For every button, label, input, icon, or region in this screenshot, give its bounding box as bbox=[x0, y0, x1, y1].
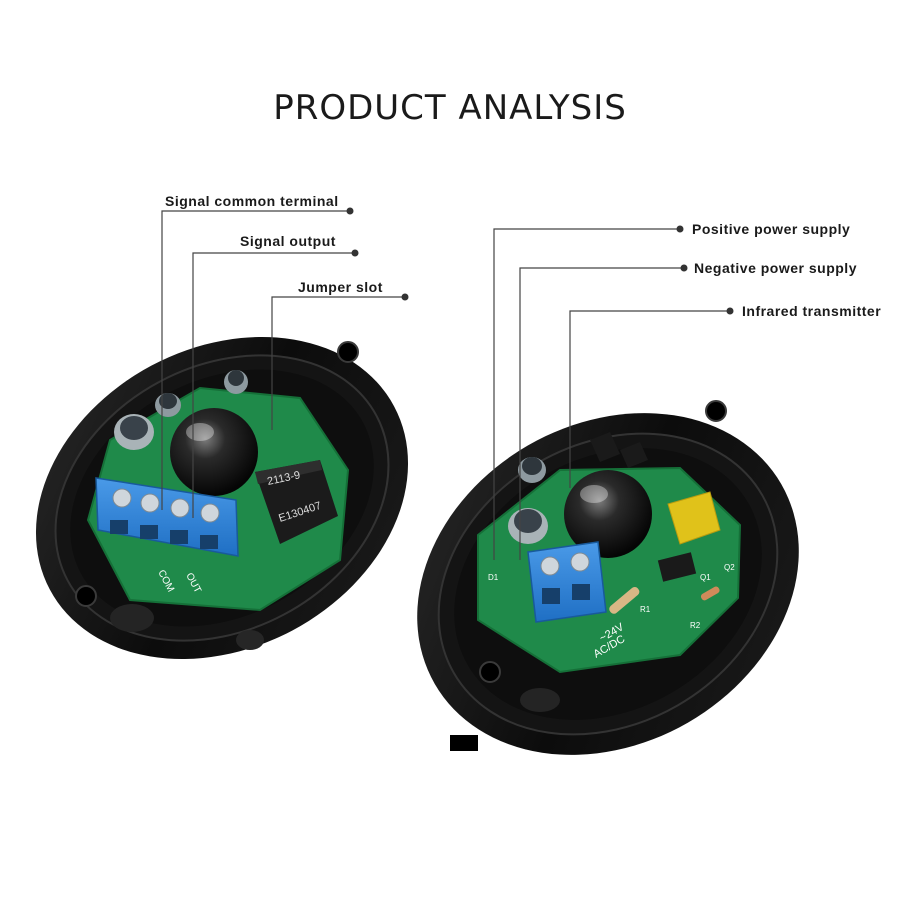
capacitor bbox=[114, 414, 154, 450]
page-title: PRODUCT ANALYSIS bbox=[273, 88, 627, 128]
ic-chip bbox=[657, 552, 697, 582]
callout-signal-output: Signal output bbox=[240, 233, 336, 249]
callout-infrared-transmitter: Infrared transmitter bbox=[742, 303, 882, 319]
transmitter-callout-lines bbox=[493, 228, 730, 560]
infrared-transmitter-dome bbox=[564, 470, 652, 558]
transmitter-terminal-block bbox=[527, 541, 607, 623]
mount-hole bbox=[705, 400, 727, 422]
callout-dot bbox=[680, 264, 688, 272]
callout-positive-power-supply: Positive power supply bbox=[692, 221, 851, 237]
callout-dot bbox=[676, 225, 684, 233]
transistor bbox=[590, 432, 620, 462]
mount-hole bbox=[337, 341, 359, 363]
pcb-ref-q1: Q1 bbox=[700, 573, 711, 582]
callout-dot bbox=[351, 249, 359, 257]
callout-dot bbox=[401, 293, 409, 301]
film-capacitor bbox=[667, 491, 721, 545]
mount-hole bbox=[479, 661, 501, 683]
capacitor bbox=[508, 508, 548, 544]
mount-hole bbox=[75, 585, 97, 607]
receiver-terminal-block bbox=[95, 477, 239, 557]
pcb-ref-r2: R2 bbox=[690, 621, 701, 630]
transistor bbox=[620, 442, 648, 468]
callout-dot bbox=[726, 307, 734, 315]
callout-jumper-slot: Jumper slot bbox=[298, 279, 383, 295]
capacitor bbox=[155, 393, 181, 417]
receiver-unit: 2113-9 E130407 COM OUT bbox=[35, 207, 409, 660]
callout-dot bbox=[346, 207, 354, 215]
pcb-ref-d1: D1 bbox=[488, 573, 499, 582]
callout-negative-power-supply: Negative power supply bbox=[694, 260, 857, 276]
transmitter-unit: ~24V AC/DC R1 R2 D1 Q1 Q2 bbox=[417, 225, 799, 755]
pcb-ref-q2: Q2 bbox=[724, 563, 735, 572]
capacitor bbox=[518, 457, 546, 483]
resistor bbox=[609, 587, 640, 614]
infrared-receiver-dome bbox=[170, 408, 258, 496]
resistor bbox=[700, 586, 720, 601]
relay: 2113-9 E130407 bbox=[255, 460, 338, 544]
capacitor bbox=[224, 370, 248, 394]
pcb-ref-r1: R1 bbox=[640, 605, 651, 614]
receiver-callout-lines bbox=[161, 210, 405, 518]
callout-signal-common-terminal: Signal common terminal bbox=[165, 193, 339, 209]
